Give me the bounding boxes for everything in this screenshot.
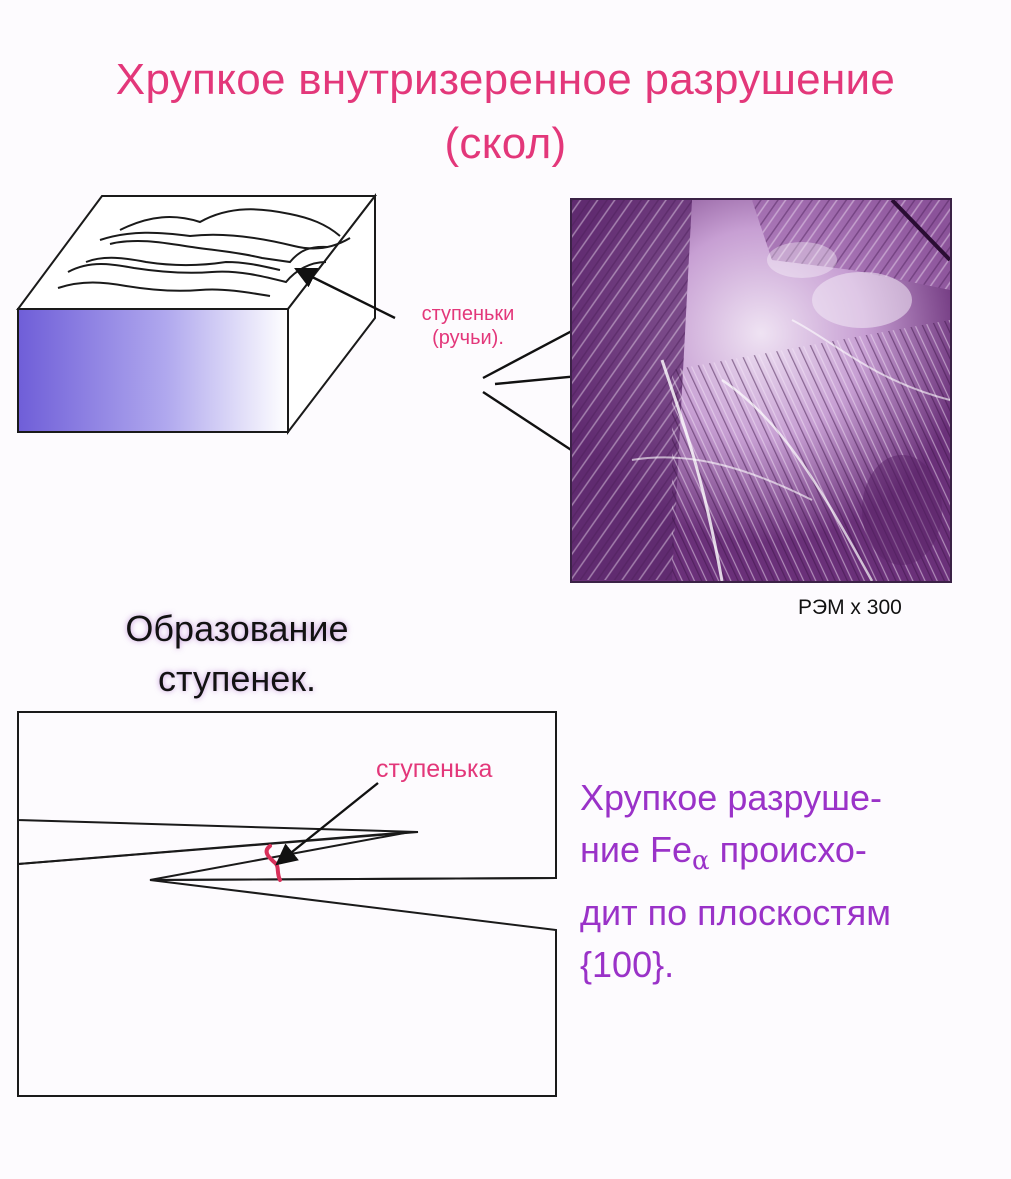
note-line-2-b: происхо- — [709, 829, 867, 870]
label-single-step: ступенька — [376, 755, 493, 783]
step-formation-diagram — [17, 711, 557, 1097]
step-formation-heading-line-1: Образование — [125, 608, 349, 649]
arrow-to-step — [275, 782, 379, 866]
note-line-2-a: ние Fe — [580, 829, 693, 870]
river-line — [109, 239, 329, 264]
label-rivers: (ручьи). — [432, 327, 504, 349]
note-line-3: дит по плоскостям — [580, 892, 891, 933]
river-line — [119, 208, 341, 237]
sem-micrograph-texture — [572, 200, 950, 581]
note-line-2: ние Feα происхо- — [580, 824, 1000, 887]
block-front-face — [17, 308, 289, 433]
crack-specimen-outline — [17, 711, 557, 1097]
cleavage-plane-note: Хрупкое разруше- ние Feα происхо- дит по… — [580, 772, 1000, 991]
step-mark — [264, 844, 282, 882]
sem-micrograph — [570, 198, 952, 583]
river-line — [67, 261, 327, 284]
step-formation-heading: Образование ступенек. — [72, 604, 402, 704]
cleavage-block — [16, 193, 378, 435]
block-side-face — [287, 193, 376, 435]
step-formation-heading-line-2: ступенек. — [157, 658, 317, 699]
title-line-1: Хрупкое внутризеренное разрушение — [115, 55, 896, 104]
note-line-1: Хрупкое разруше- — [580, 777, 882, 818]
river-line — [57, 281, 271, 297]
river-line — [85, 256, 281, 271]
sem-magnification-label: РЭМ х 300 — [798, 596, 902, 619]
arrow-to-block — [294, 267, 396, 320]
note-alpha-subscript: α — [692, 846, 710, 876]
page-title: Хрупкое внутризеренное разрушение (скол) — [0, 48, 1011, 176]
label-steps-rivers: ступеньки (ручьи). — [398, 302, 538, 350]
title-line-2: (скол) — [444, 119, 567, 168]
note-line-4: {100}. — [580, 944, 675, 985]
label-steps: ступеньки — [421, 303, 515, 325]
